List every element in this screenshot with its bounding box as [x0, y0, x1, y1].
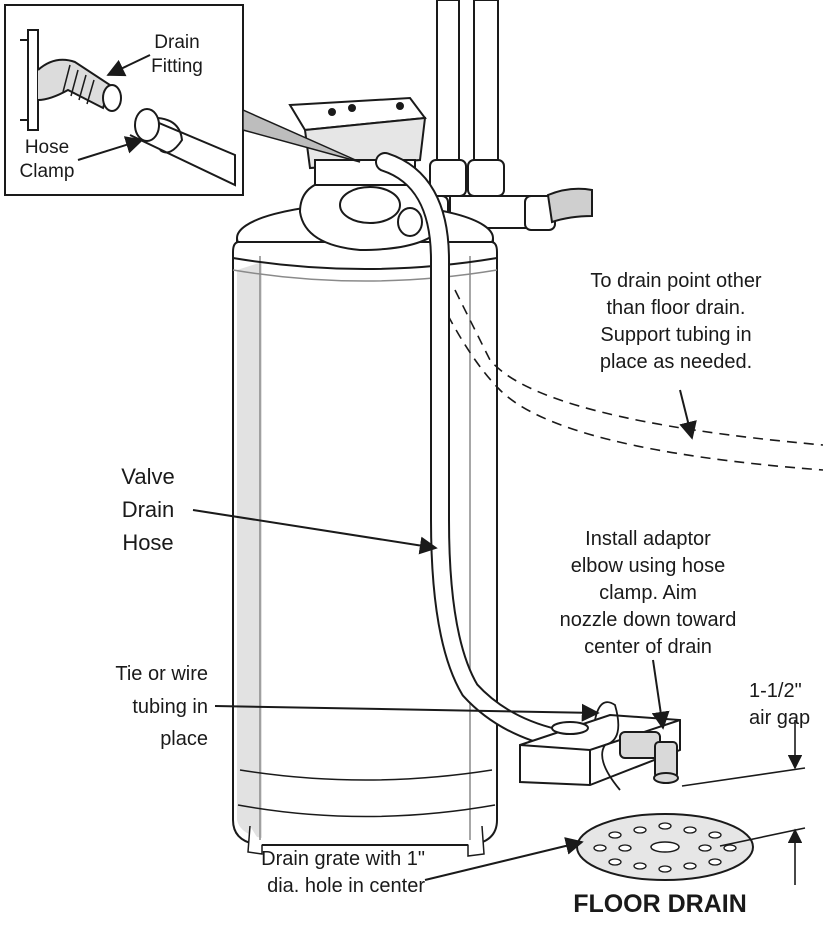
drain-grate-arrow [424, 837, 584, 881]
air-gap-dimension [681, 720, 806, 885]
drain-point-label: To drain point other than floor drain. S… [590, 270, 762, 373]
tie-wire-arrow [214, 703, 600, 722]
leader-lines [77, 54, 697, 881]
drain-point-line-3: Support tubing in [600, 324, 751, 346]
tie-wire-line-2: tubing in [132, 696, 208, 718]
adaptor-elbow-line-3: clamp. Aim [599, 582, 697, 604]
inset-labels: Drain Fitting Hose Clamp [20, 32, 203, 182]
tie-wire-line-3: place [160, 728, 208, 750]
valve-drain-hose-arrow [192, 509, 438, 555]
inset-pointer [242, 108, 361, 163]
drain-point-line-1: To drain point other [590, 270, 762, 292]
drain-fitting-label-1: Drain [154, 32, 199, 53]
drain-point-line-2: than floor drain. [607, 297, 746, 319]
valve-drain-hose-line-3: Hose [122, 530, 173, 555]
air-gap-label: 1-1/2" air gap [749, 680, 810, 729]
adaptor-elbow-line-4: nozzle down toward [560, 609, 737, 631]
air-gap-line-2: air gap [749, 707, 810, 729]
adaptor-elbow-arrow [651, 659, 670, 730]
tie-wire [594, 701, 621, 791]
air-gap-line-1: 1-1/2" [749, 680, 802, 702]
tie-wire-label: Tie or wire tubing in place [115, 663, 208, 750]
drain-grate-line-2: dia. hole in center [267, 875, 425, 897]
drain-grate-line-1: Drain grate with 1" [261, 848, 425, 870]
adaptor-elbow-line-1: Install adaptor [585, 528, 711, 550]
tie-wire-line-1: Tie or wire [115, 663, 208, 685]
floor-drain-title: FLOOR DRAIN [573, 890, 747, 918]
hose-clamp-arrow [77, 136, 144, 161]
valve-drain-hose [375, 152, 630, 755]
valve-drain-hose-line-1: Valve [121, 464, 174, 489]
hose-clamp-label-1: Hose [25, 137, 69, 158]
adaptor-elbow [619, 731, 679, 784]
drain-fitting-arrow [106, 54, 151, 77]
adaptor-elbow-line-5: center of drain [584, 636, 712, 658]
adaptor-elbow-label: Install adaptor elbow using hose clamp. … [560, 528, 737, 658]
valve-drain-hose-line-2: Drain [122, 497, 175, 522]
adaptor-elbow-line-2: elbow using hose [571, 555, 726, 577]
valve-drain-hose-label: Valve Drain Hose [121, 464, 174, 555]
drain-point-line-4: place as needed. [600, 351, 752, 373]
drain-fitting-label-2: Fitting [151, 56, 203, 77]
drain-grate-label: Drain grate with 1" dia. hole in center [261, 848, 425, 897]
alternate-drain-path [439, 289, 823, 471]
softener-tank [232, 203, 498, 857]
hose-clamp-label-2: Clamp [20, 161, 75, 182]
drain-point-arrow [679, 389, 697, 440]
inset-detail [4, 4, 244, 196]
drain-grate [576, 813, 754, 881]
supply-pipes [429, 0, 505, 197]
